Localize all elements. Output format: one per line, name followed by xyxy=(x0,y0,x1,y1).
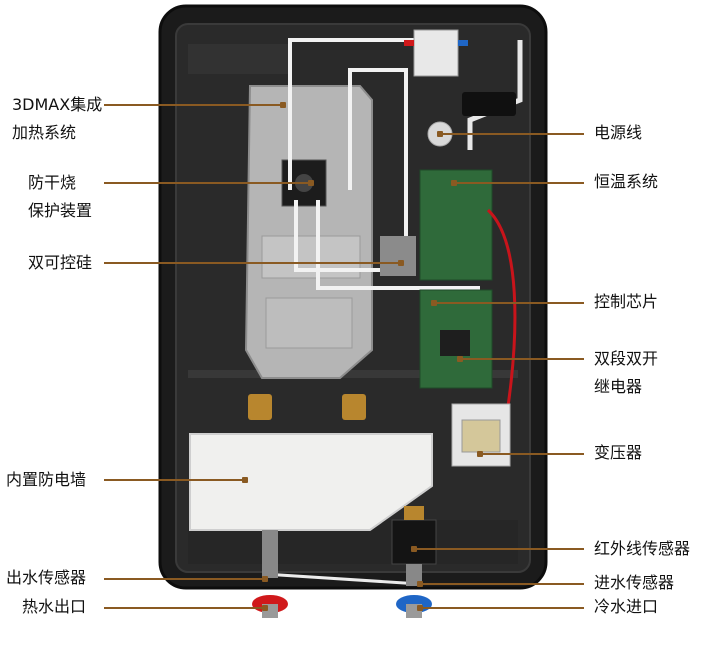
leader-dot-chip xyxy=(431,300,437,306)
leader-dot-relay xyxy=(457,356,463,362)
leader-heating xyxy=(104,104,282,106)
label-transformer-line1: 变压器 xyxy=(594,443,643,462)
label-hot-outlet-line1: 热水出口 xyxy=(22,597,87,616)
label-heating-line1: 3DMAX集成 xyxy=(12,95,103,114)
heating-block-plate-2 xyxy=(265,297,353,349)
inner-rib-top xyxy=(188,44,288,74)
leader-dot-out-sensor xyxy=(262,576,268,582)
label-anti-dry-line1: 防干烧 xyxy=(28,173,77,192)
label-thermo-line1: 恒温系统 xyxy=(594,172,659,191)
leader-dot-hot-outlet xyxy=(262,605,268,611)
wire-loop-2 xyxy=(348,68,408,270)
label-anti-dry-burn: 防干烧 保护装置 xyxy=(28,172,92,222)
leader-relay xyxy=(460,358,584,360)
terminal-blue-1 xyxy=(458,40,468,46)
label-ir-line1: 红外线传感器 xyxy=(594,539,691,558)
leader-transformer xyxy=(480,453,584,455)
label-control-chip: 控制芯片 xyxy=(594,291,658,313)
label-heating-line2: 加热系统 xyxy=(12,123,77,142)
leader-dot-anti-dry xyxy=(308,180,314,186)
sensor-wire xyxy=(263,572,421,586)
outlet-stem xyxy=(262,530,278,578)
leader-scr xyxy=(104,262,400,264)
transformer-core xyxy=(461,419,501,453)
leader-cold-inlet xyxy=(420,607,584,609)
label-dual-scr: 双可控硅 xyxy=(28,252,92,274)
label-outlet-sensor: 出水传感器 xyxy=(6,567,86,589)
label-in-sensor-line1: 进水传感器 xyxy=(594,573,675,592)
leader-anti-dry xyxy=(104,182,310,184)
label-anti-electric-wall: 内置防电墙 xyxy=(6,469,86,491)
leader-ir xyxy=(414,548,584,550)
leader-power xyxy=(440,133,584,135)
wire-loop-3 xyxy=(294,200,410,272)
label-thermostat-system: 恒温系统 xyxy=(594,171,658,193)
label-hot-water-outlet: 热水出口 xyxy=(22,596,86,618)
leader-dot-scr xyxy=(398,260,404,266)
leader-dot-transformer xyxy=(477,451,483,457)
leader-dot-cold-inlet xyxy=(417,605,423,611)
leader-dot-power xyxy=(437,131,443,137)
label-infrared-sensor: 红外线传感器 xyxy=(594,538,690,560)
label-relay: 双段双开 继电器 xyxy=(594,348,658,398)
leader-out-sensor xyxy=(104,578,264,580)
inner-rib-mid xyxy=(188,370,518,378)
label-anti-dry-line2: 保护装置 xyxy=(28,201,93,220)
label-cold-water-inlet: 冷水进口 xyxy=(594,596,658,618)
label-chip-line1: 控制芯片 xyxy=(594,292,659,311)
label-inlet-sensor: 进水传感器 xyxy=(594,572,674,594)
label-cold-inlet-line1: 冷水进口 xyxy=(594,597,659,616)
label-out-sensor-line1: 出水传感器 xyxy=(6,568,87,587)
label-relay-line2: 继电器 xyxy=(594,377,643,396)
brass-fitting-left xyxy=(248,394,272,420)
leader-dot-in-sensor xyxy=(417,581,423,587)
label-power-line1: 电源线 xyxy=(594,123,643,142)
power-cable-clamp xyxy=(462,92,516,116)
wire-loop-4 xyxy=(316,200,480,290)
terminal-red-1 xyxy=(404,40,414,46)
relay-component xyxy=(440,330,470,356)
terminal-block xyxy=(413,29,459,77)
leader-dot-thermo xyxy=(451,180,457,186)
scr-component xyxy=(380,236,416,276)
leader-dot-ir xyxy=(411,546,417,552)
red-wire xyxy=(486,208,517,421)
anti-electric-wall xyxy=(189,433,433,531)
infrared-sensor xyxy=(391,519,437,565)
infrared-sensor-cap xyxy=(404,506,424,520)
brass-fitting-right xyxy=(342,394,366,420)
label-heating-system: 3DMAX集成 加热系统 xyxy=(12,94,102,144)
leader-in-sensor xyxy=(420,583,584,585)
thermostat-board xyxy=(419,169,493,281)
label-relay-line1: 双段双开 xyxy=(594,349,659,368)
leader-dot-wall xyxy=(242,477,248,483)
label-transformer: 变压器 xyxy=(594,442,642,464)
leader-chip xyxy=(434,302,584,304)
leader-dot-heating xyxy=(280,102,286,108)
label-power-cord: 电源线 xyxy=(594,122,642,144)
inlet-stem xyxy=(406,564,422,586)
label-scr-line1: 双可控硅 xyxy=(28,253,93,272)
label-wall-line1: 内置防电墙 xyxy=(6,470,87,489)
leader-wall xyxy=(104,479,244,481)
leader-thermo xyxy=(454,182,584,184)
leader-hot-outlet xyxy=(104,607,264,609)
